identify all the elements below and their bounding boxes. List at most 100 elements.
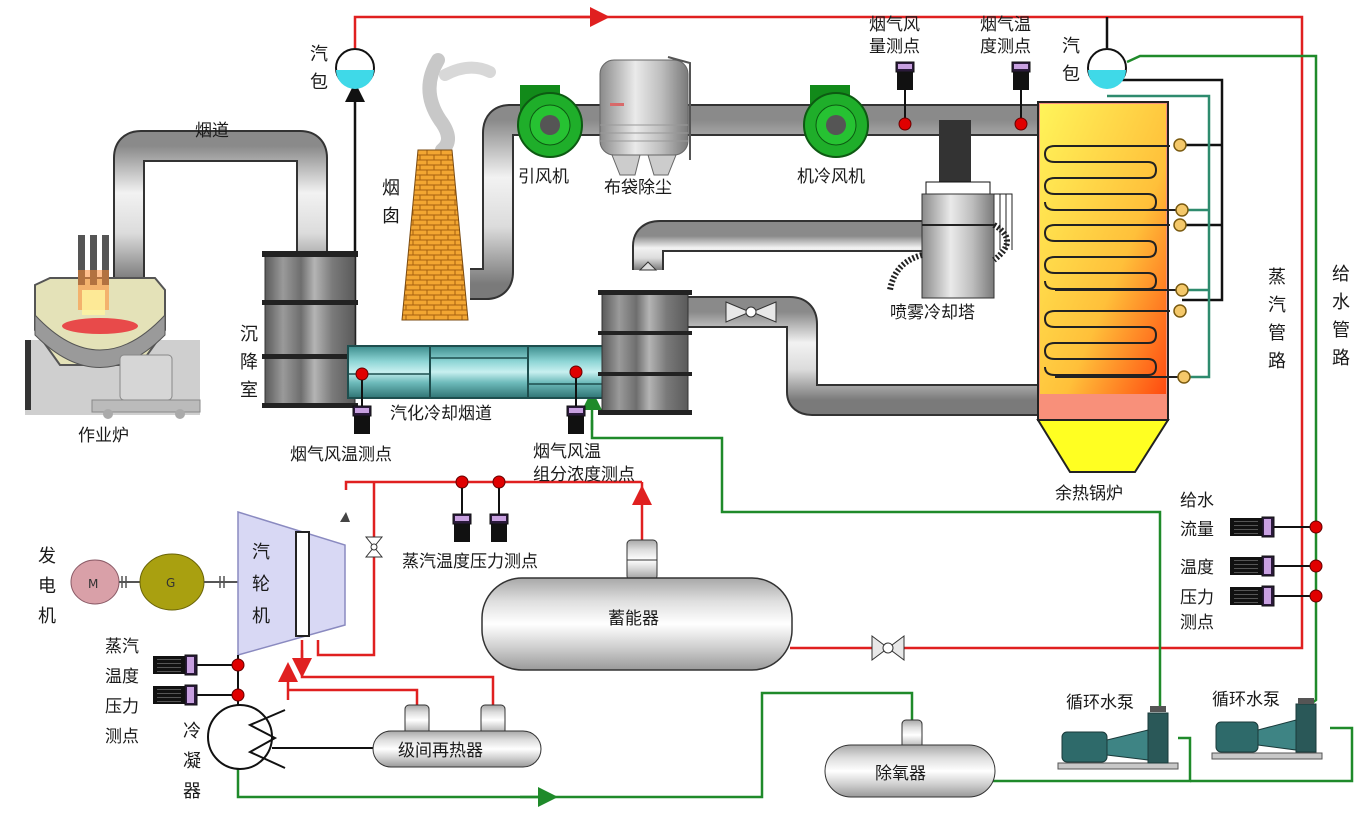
svg-text:沉: 沉 xyxy=(240,324,258,345)
turbine-label: 汽 轮 机 xyxy=(252,542,270,627)
svg-text:给: 给 xyxy=(1332,264,1350,285)
svg-text:机: 机 xyxy=(38,606,56,627)
svg-text:流量: 流量 xyxy=(1180,520,1214,540)
deaerator-label: 除氧器 xyxy=(875,764,926,784)
pump1-label: 循环水泵 xyxy=(1066,693,1134,713)
reheater-supply-line xyxy=(300,640,495,705)
svg-text:压力: 压力 xyxy=(1180,588,1214,608)
composition-sensor-label-2: 组分浓度测点 xyxy=(533,465,635,485)
cooling-fan-label: 机冷风机 xyxy=(797,167,865,187)
steam-sensor-top-label: 蒸汽温度压力测点 xyxy=(402,552,538,572)
flue-gas-flow-sensor[interactable] xyxy=(895,61,915,131)
svg-text:器: 器 xyxy=(183,781,201,802)
steam-temp-pressure-sensor-top[interactable] xyxy=(452,475,509,543)
svg-text:G: G xyxy=(166,576,175,590)
spray-tower-label: 喷雾冷却塔 xyxy=(890,303,975,323)
steam-turbine xyxy=(237,510,350,656)
flow-sensor-label-1: 烟气风 xyxy=(869,15,920,35)
flue-cooling-feedwater-line xyxy=(590,420,1162,706)
svg-text:发: 发 xyxy=(38,546,56,567)
pump2-label: 循环水泵 xyxy=(1212,690,1280,710)
flue-label: 烟道 xyxy=(195,121,229,141)
svg-text:汽: 汽 xyxy=(1268,295,1286,316)
settling-chamber xyxy=(262,251,358,408)
spray-cooling-tower xyxy=(887,181,1013,299)
accumulator xyxy=(481,539,793,671)
turbine-steam-inlet-line xyxy=(344,480,642,490)
steam-drum-left xyxy=(335,48,375,89)
downcomer-line xyxy=(1107,94,1211,379)
composition-sensor-label-1: 烟气风温 xyxy=(533,442,601,462)
flue-ducts xyxy=(113,104,1040,416)
svg-text:管: 管 xyxy=(1332,320,1350,341)
drum-left-label-1: 汽 xyxy=(310,44,328,65)
svg-text:测点: 测点 xyxy=(105,727,139,747)
evap-flue-label: 汽化冷却烟道 xyxy=(390,404,492,424)
svg-text:机: 机 xyxy=(252,606,270,627)
flue-gas-composition-sensor[interactable] xyxy=(566,365,586,435)
flow-sensor-label-2: 量测点 xyxy=(869,37,920,57)
cooling-fan[interactable] xyxy=(803,85,869,158)
reheater-return-line xyxy=(288,688,419,705)
induced-fan-label: 引风机 xyxy=(518,167,569,187)
svg-text:汽: 汽 xyxy=(252,542,270,563)
svg-text:轮: 轮 xyxy=(252,574,270,595)
flue-damper-valve[interactable] xyxy=(725,301,777,323)
boiler-label: 余热锅炉 xyxy=(1055,484,1123,504)
settling-chamber-label: 沉 降 室 xyxy=(240,324,258,401)
chimney-label-1: 烟 xyxy=(382,178,400,199)
condensate-line xyxy=(236,691,914,799)
svg-text:温度: 温度 xyxy=(1180,558,1214,578)
riser-line xyxy=(1107,78,1224,302)
svg-text:路: 路 xyxy=(1332,348,1350,369)
svg-text:路: 路 xyxy=(1268,351,1286,372)
circulating-pump-2[interactable] xyxy=(1211,698,1323,760)
drum-left-label-2: 包 xyxy=(310,72,328,93)
steam-temp-pressure-sensor-left[interactable] xyxy=(152,654,245,712)
bag-filter-label: 布袋除尘 xyxy=(604,178,672,198)
flue-gas-wind-temp-sensor[interactable] xyxy=(352,367,372,435)
svg-text:测点: 测点 xyxy=(1180,613,1214,633)
svg-text:温度: 温度 xyxy=(105,667,139,687)
feedwater-sensor-group[interactable] xyxy=(1229,516,1323,607)
temp-sensor-label-2: 度测点 xyxy=(980,37,1031,57)
svg-text:给水: 给水 xyxy=(1180,491,1214,511)
working-furnace xyxy=(25,235,201,419)
steam-pipeline-label: 蒸 汽 管 路 xyxy=(1268,267,1286,372)
deaerator-to-pump1-line xyxy=(990,736,1192,783)
svg-text:凝: 凝 xyxy=(183,751,201,772)
feedwater-sensor-label: 给水 流量 温度 压力 测点 xyxy=(1180,491,1214,633)
generator-label: 发 电 机 xyxy=(38,546,56,627)
flue-gas-temp-sensor[interactable] xyxy=(1011,61,1031,131)
furnace-label: 作业炉 xyxy=(78,426,129,446)
svg-text:冷: 冷 xyxy=(183,721,201,742)
turbine-inlet-valve[interactable] xyxy=(364,536,384,558)
svg-text:电: 电 xyxy=(38,576,56,597)
svg-text:室: 室 xyxy=(240,380,258,401)
steam-sensor-left-label: 蒸汽 温度 压力 测点 xyxy=(105,637,139,747)
generator: M G xyxy=(70,553,238,611)
feedwater-pipeline-network xyxy=(236,54,1354,807)
svg-text:压力: 压力 xyxy=(105,697,139,717)
main-steam-line xyxy=(353,15,1304,650)
svg-text:管: 管 xyxy=(1268,323,1286,344)
turbine-bypass-line xyxy=(316,482,376,657)
steam-main-valve[interactable] xyxy=(871,635,905,661)
evaporative-cooling-flue xyxy=(347,345,605,399)
drum-right-label-1: 汽 xyxy=(1062,36,1080,57)
chimney xyxy=(401,53,496,321)
feedwater-pipeline-label: 给 水 管 路 xyxy=(1332,264,1350,369)
tower-damper xyxy=(638,261,658,271)
svg-text:降: 降 xyxy=(240,352,258,373)
circulating-pump-1[interactable] xyxy=(1057,706,1179,770)
reheater-label: 级间再热器 xyxy=(398,741,483,761)
induced-draft-fan[interactable] xyxy=(517,85,583,158)
bag-filter xyxy=(599,56,691,176)
accumulator-label: 蓄能器 xyxy=(608,609,659,629)
svg-text:M: M xyxy=(88,577,98,591)
svg-text:蒸: 蒸 xyxy=(1268,267,1286,288)
drum-right-label-2: 包 xyxy=(1062,64,1080,85)
steam-pipeline-network xyxy=(278,7,1304,705)
svg-text:蒸汽: 蒸汽 xyxy=(105,637,139,657)
